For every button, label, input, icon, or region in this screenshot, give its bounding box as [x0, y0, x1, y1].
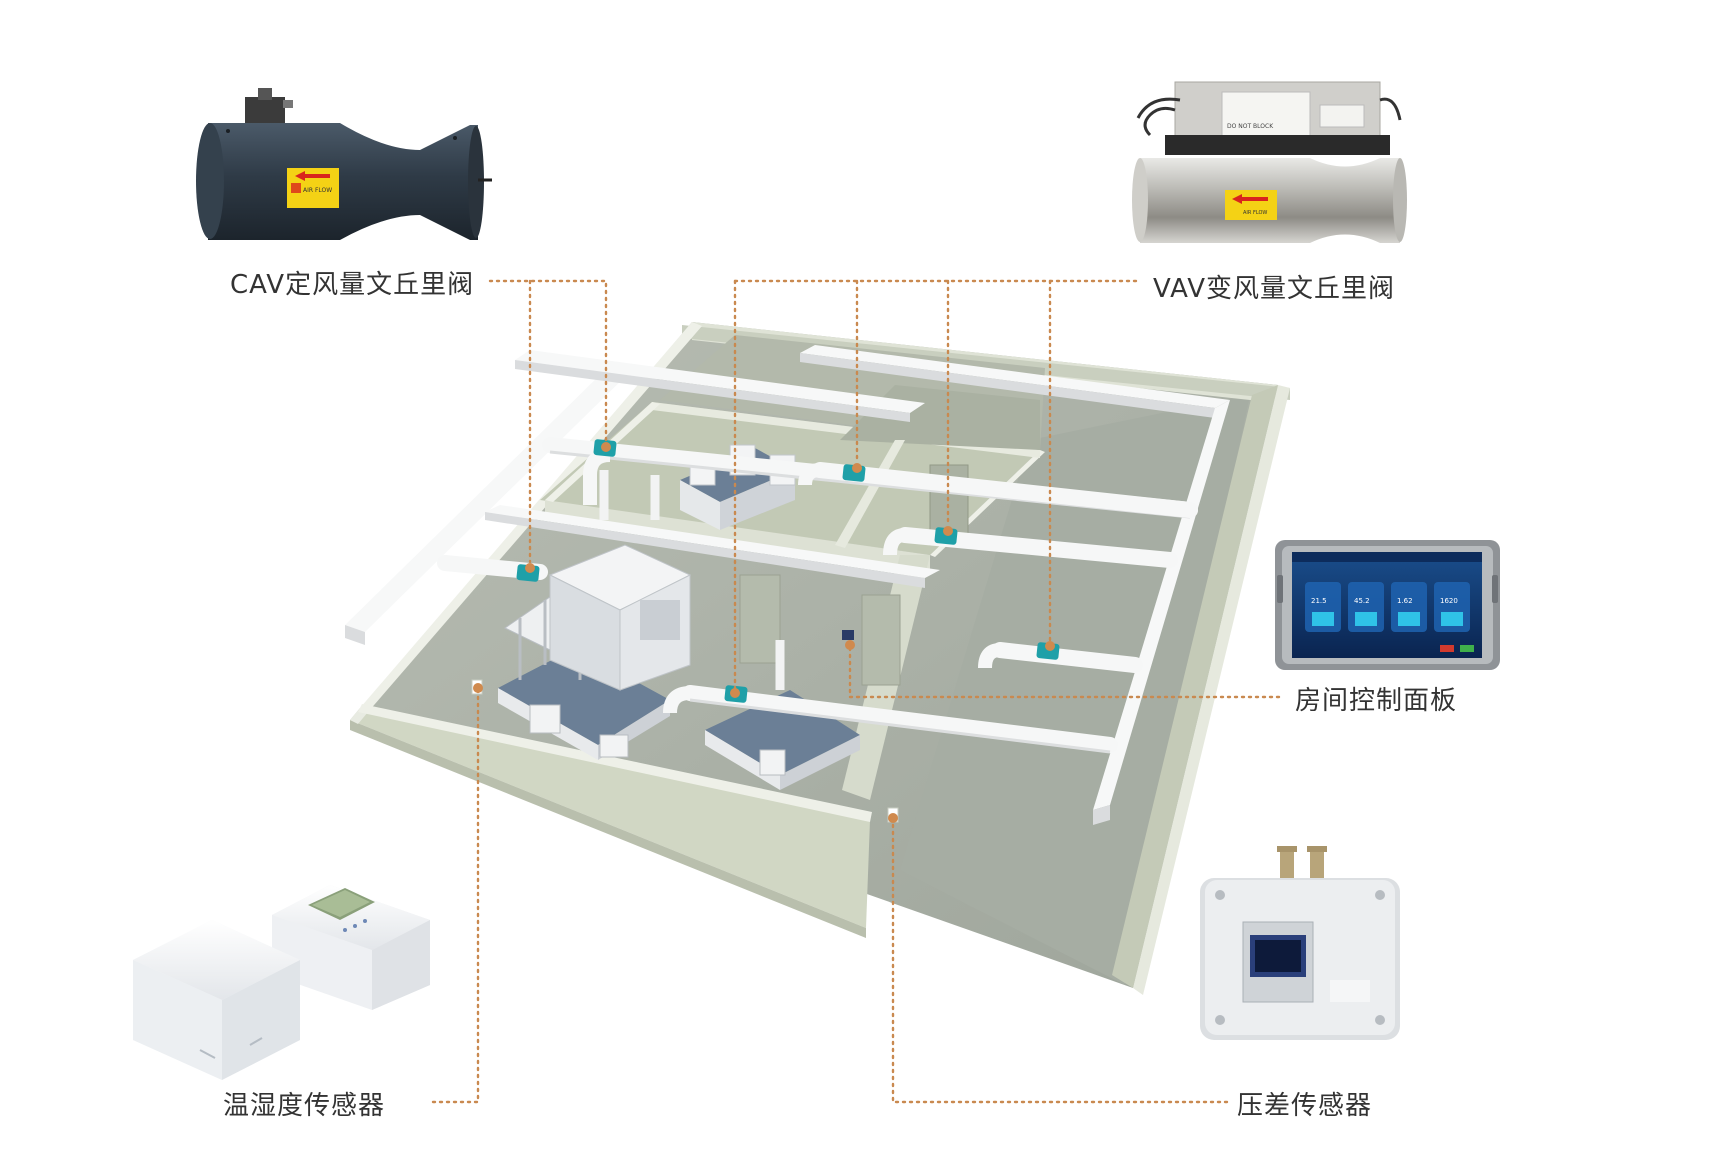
room-control-panel-label: 房间控制面板 [1295, 686, 1458, 716]
branch-duct-5 [682, 685, 1118, 754]
vav-valve-image: DO NOT BLOCK AIR FLOW [1132, 81, 1407, 243]
branch-duct-6 [992, 642, 1143, 673]
panel-readings: 21.5 45.2 1.62 1620 [1305, 582, 1470, 632]
temp-humidity-sensor-image [133, 885, 430, 1080]
cav-valve-label: CAV定风量文丘里阀 [230, 270, 475, 300]
panel-reading-2: 45.2 [1354, 597, 1370, 605]
pressure-diff-sensor-image [1200, 846, 1400, 1040]
vav-plate-text: DO NOT BLOCK [1227, 123, 1274, 130]
panel-reading-4: 1620 [1440, 597, 1458, 605]
room-control-panel-image: 21.5 45.2 1.62 1620 [1275, 540, 1500, 670]
pressure-diff-sensor-label: 压差传感器 [1237, 1091, 1373, 1121]
cav-sticker-text: AIR FLOW [303, 187, 332, 194]
cav-valve-image: AIR FLOW [196, 88, 492, 240]
vav-valve-label: VAV变风量文丘里阀 [1153, 274, 1396, 304]
temp-humidity-sensor-label: 温湿度传感器 [223, 1091, 386, 1121]
vav-sticker-text: AIR FLOW [1243, 210, 1267, 216]
branch-duct-3 [812, 462, 1198, 518]
building-model [345, 322, 1290, 995]
panel-reading-1: 21.5 [1311, 597, 1327, 605]
leader-lines [428, 279, 1282, 1104]
panel-reading-3: 1.62 [1397, 597, 1413, 605]
